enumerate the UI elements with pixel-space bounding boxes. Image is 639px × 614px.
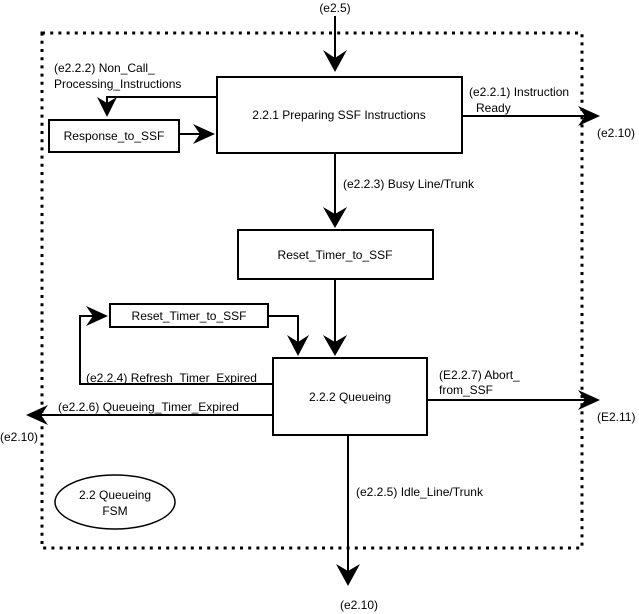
fsm-title-line2: FSM: [102, 504, 127, 518]
arrowhead-icon: [336, 564, 360, 586]
state-queueing-label: 2.2.2 Queueing: [309, 390, 391, 404]
arrowhead-icon: [323, 207, 347, 228]
instruction-ready-target: (e2.10): [597, 126, 635, 140]
idle-line-label: (e2.2.5) Idle_Line/Trunk: [356, 485, 484, 499]
non-call-label-line2: Processing_Instructions: [54, 77, 181, 91]
action-response-to-ssf[interactable]: [48, 119, 180, 153]
abort-target: (E2.11): [597, 410, 635, 424]
fsm-title-line1: 2.2 Queueing: [79, 488, 151, 502]
arrowhead-icon: [578, 106, 600, 126]
abort-label-line2: from_SSF: [439, 383, 493, 397]
arrowhead-icon: [287, 335, 309, 356]
arrowhead-icon: [193, 124, 215, 144]
state-preparing-label: 2.2.1 Preparing SSF Instructions: [252, 108, 425, 122]
state-queueing[interactable]: [272, 357, 428, 436]
queueing-timer-target: (e2.10): [0, 430, 38, 444]
busy-line-label: (e2.2.3) Busy Line/Trunk: [343, 177, 475, 191]
arrowhead-icon: [86, 306, 108, 326]
idle-line-target: (e2.10): [340, 598, 378, 612]
non-call-edge: [106, 96, 217, 108]
arrowhead-icon: [578, 390, 600, 410]
arrowhead-icon: [323, 50, 347, 72]
refresh-timer-edge: [79, 315, 273, 385]
action-reset-timer-main[interactable]: [237, 229, 434, 280]
instruction-ready-label-line1: (e2.2.1) Instruction: [469, 85, 569, 99]
refresh-timer-label: (e2.2.4) Refresh_Timer_Expired: [86, 371, 257, 385]
non-call-label-line1: (e2.2.2) Non_Call_: [54, 61, 155, 75]
arrowhead-icon: [97, 97, 117, 117]
fsm-boundary-frame: [40, 31, 584, 550]
abort-label-line1: (E2.2.7) Abort_: [439, 368, 520, 382]
entry-event-label: (e2.5): [319, 1, 350, 15]
action-reset-timer-main-label: Reset_Timer_to_SSF: [278, 248, 393, 262]
arrowhead-icon: [323, 335, 347, 356]
instruction-ready-label-line2: Ready: [476, 101, 511, 115]
fsm-title-ellipse: [54, 474, 176, 530]
state-preparing-ssf-instructions[interactable]: [216, 76, 463, 154]
reset-loop-to-queueing-edge: [268, 315, 299, 346]
action-response-label: Response_to_SSF: [64, 129, 165, 143]
action-reset-timer-loop-label: Reset_Timer_to_SSF: [132, 309, 247, 323]
queueing-timer-label: (e2.2.6) Queueing_Timer_Expired: [58, 400, 239, 414]
arrowhead-icon: [26, 405, 48, 425]
